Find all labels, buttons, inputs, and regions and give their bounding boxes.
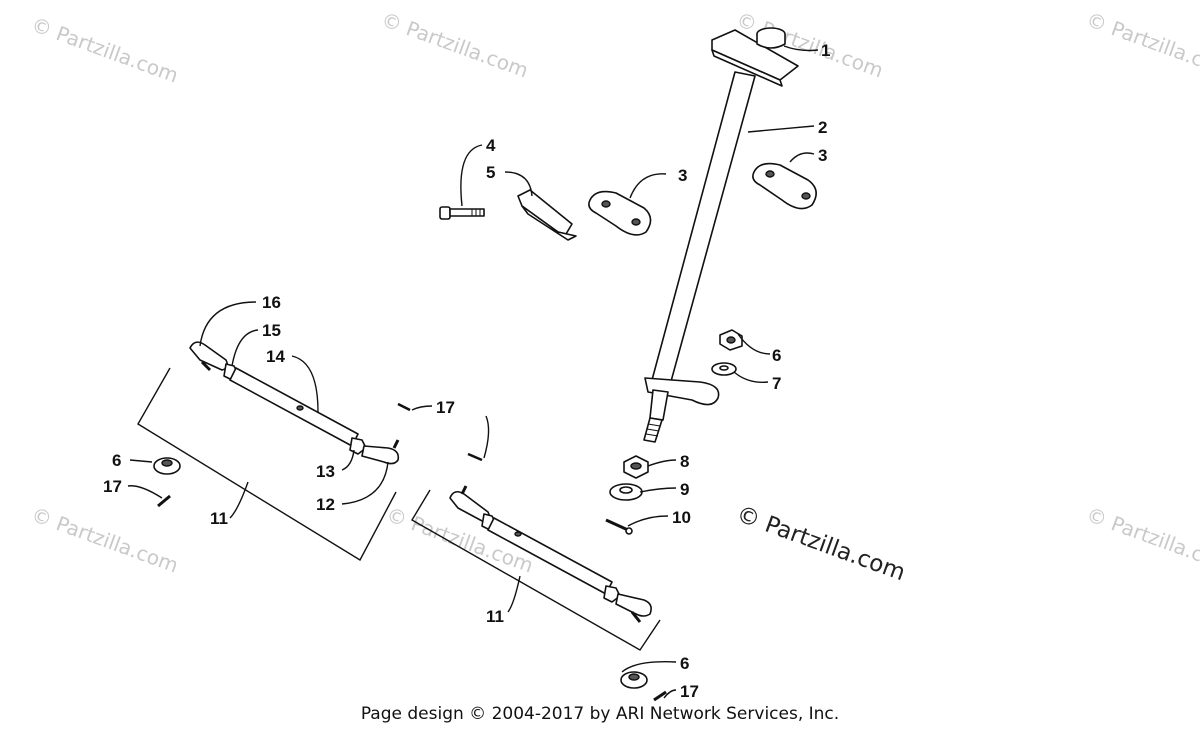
watermark: © Partzilla.com (28, 12, 181, 87)
callout-11-lower: 11 (486, 607, 504, 626)
leader-lines (127, 45, 819, 699)
callouts: 1 2 3 3 4 5 6 7 8 9 10 16 15 14 17 6 17 … (103, 41, 830, 701)
callout-2: 2 (818, 118, 827, 137)
cotter-pin-10 (605, 518, 633, 535)
callout-5: 5 (486, 163, 495, 182)
page-footer: Page design © 2004-2017 by ARI Network S… (360, 704, 840, 724)
nut-8 (623, 455, 649, 479)
callout-17-left: 17 (103, 477, 122, 496)
steering-post (643, 27, 799, 443)
callout-13: 13 (316, 462, 335, 481)
cotter-pin-17-bottom (653, 690, 667, 702)
callout-6-bottom: 6 (680, 654, 689, 673)
nut-6-left (153, 457, 181, 475)
nut-6-bottom (620, 671, 648, 689)
callout-7: 7 (772, 374, 781, 393)
cotter-pin-17-center (397, 402, 483, 462)
steering-bearing-cap-left (588, 190, 652, 236)
callout-9: 9 (680, 480, 689, 499)
watermark: © Partzilla.com (1083, 7, 1200, 82)
watermark: © Partzilla.com (1083, 502, 1200, 577)
watermark: © Partzilla.com (28, 502, 181, 577)
callout-6-upper: 6 (772, 346, 781, 365)
callout-11-upper: 11 (210, 509, 228, 528)
callout-14: 14 (266, 347, 285, 366)
assembly-bracket-lower (411, 489, 661, 651)
callout-3-right: 3 (818, 146, 827, 165)
nut-6-upper (719, 329, 743, 351)
cap-bolt (439, 206, 485, 220)
callout-1: 1 (821, 41, 830, 60)
watermark-main: © Partzilla.com (733, 501, 909, 586)
callout-17-center: 17 (436, 398, 455, 417)
washer-7 (711, 362, 737, 376)
callout-15: 15 (262, 321, 281, 340)
assembly-bracket-upper (137, 367, 397, 561)
cotter-pin-17-left (157, 494, 171, 508)
callout-3-left: 3 (678, 166, 687, 185)
lock-plate (517, 189, 577, 241)
callout-16: 16 (262, 293, 281, 312)
tie-rod-lower (449, 485, 652, 623)
callout-10: 10 (672, 508, 691, 527)
steering-bearing-cap-right (752, 162, 817, 210)
callout-17-bottom: 17 (680, 682, 699, 701)
callout-12: 12 (316, 495, 335, 514)
callout-4: 4 (486, 136, 496, 155)
callout-8: 8 (680, 452, 689, 471)
callout-6-left: 6 (112, 451, 121, 470)
washer-9 (609, 483, 643, 501)
watermark: © Partzilla.com (378, 7, 531, 82)
tie-rod-upper (189, 341, 400, 465)
